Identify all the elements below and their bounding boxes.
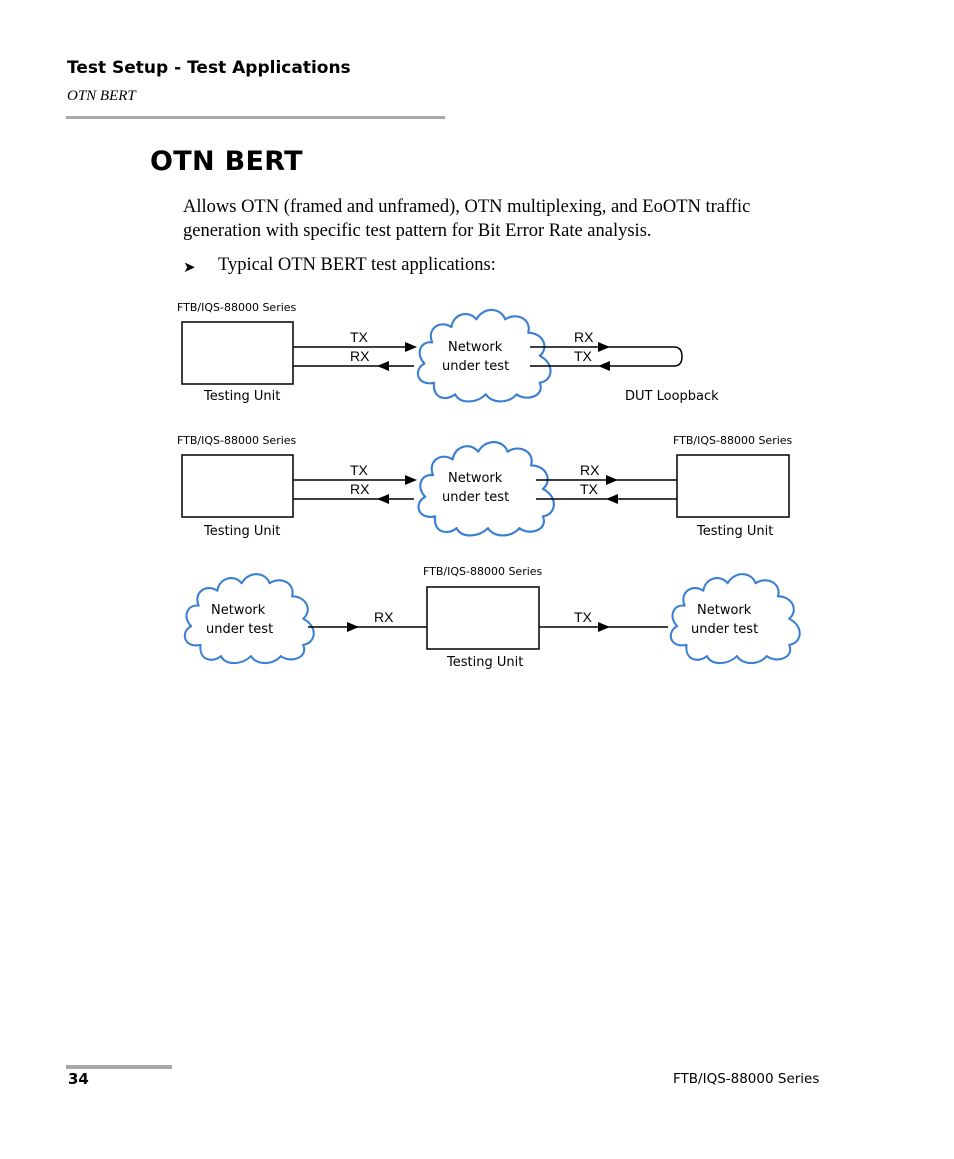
rx-arrow-icon <box>377 494 389 504</box>
bullet-text: Typical OTN BERT test applications: <box>218 255 496 275</box>
end-to-end-diagram: FTB/IQS-88000 Series Testing Unit TX RX … <box>177 434 793 539</box>
cloud-label-line1: Network <box>211 603 266 618</box>
cloud-label-line1: Network <box>448 340 503 355</box>
cloud-label-line1: Network <box>697 603 752 618</box>
intro-paragraph: Allows OTN (framed and unframed), OTN mu… <box>183 197 751 241</box>
tx-label: TX <box>580 481 599 497</box>
page-number: 34 <box>68 1070 89 1088</box>
testing-unit-box <box>676 454 790 518</box>
rx-label: RX <box>350 481 370 497</box>
through-diagram: Network under test RX FTB/IQS-88000 Seri… <box>183 565 801 670</box>
device-series-label: FTB/IQS-88000 Series <box>177 301 297 314</box>
testing-unit-label: Testing Unit <box>203 389 280 404</box>
testing-unit-box <box>426 586 540 650</box>
cloud-label-line2: under test <box>691 622 758 637</box>
network-cloud-icon <box>183 573 315 665</box>
network-cloud-icon <box>417 441 555 537</box>
tx-arrow-icon <box>598 361 610 371</box>
rx-label: RX <box>580 462 600 478</box>
arrowhead-bullet-icon: ➤ <box>183 258 196 276</box>
rx-arrow-icon <box>598 342 610 352</box>
tx-arrow-icon <box>405 475 417 485</box>
tx-label: TX <box>574 609 593 625</box>
tx-label: TX <box>350 329 369 345</box>
rx-label: RX <box>374 609 394 625</box>
rx-arrow-icon <box>377 361 389 371</box>
section-title: Test Setup - Test Applications <box>67 58 351 78</box>
rx-label: RX <box>574 329 594 345</box>
tx-label: TX <box>574 348 593 364</box>
page-title: OTN BERT <box>150 146 303 177</box>
cloud-label-line2: under test <box>206 622 273 637</box>
device-series-label: FTB/IQS-88000 Series <box>673 434 793 447</box>
tx-arrow-icon <box>606 494 618 504</box>
testing-unit-label: Testing Unit <box>203 524 280 539</box>
device-series-label: FTB/IQS-88000 Series <box>177 434 297 447</box>
loopback-path <box>530 346 683 367</box>
footer-divider <box>66 1065 172 1069</box>
testing-unit-label: Testing Unit <box>446 655 523 670</box>
loopback-diagram: FTB/IQS-88000 Series Testing Unit TX RX … <box>177 301 719 404</box>
tx-label: TX <box>350 462 369 478</box>
rx-arrow-icon <box>606 475 618 485</box>
network-cloud-icon <box>416 308 552 403</box>
footer-product-name: FTB/IQS-88000 Series <box>673 1071 820 1087</box>
cloud-label-line2: under test <box>442 490 509 505</box>
testing-unit-box <box>181 321 294 385</box>
testing-unit-label: Testing Unit <box>696 524 773 539</box>
rx-arrow-icon <box>347 622 359 632</box>
cloud-label-line1: Network <box>448 471 503 486</box>
tx-arrow-icon <box>405 342 417 352</box>
device-series-label: FTB/IQS-88000 Series <box>423 565 543 578</box>
testing-unit-box <box>181 454 294 518</box>
rx-label: RX <box>350 348 370 364</box>
cloud-label-line2: under test <box>442 359 509 374</box>
subsection-title: OTN BERT <box>67 88 136 104</box>
dut-loopback-label: DUT Loopback <box>625 389 719 404</box>
network-cloud-icon <box>669 573 801 665</box>
header-divider <box>66 116 445 119</box>
tx-arrow-icon <box>598 622 610 632</box>
